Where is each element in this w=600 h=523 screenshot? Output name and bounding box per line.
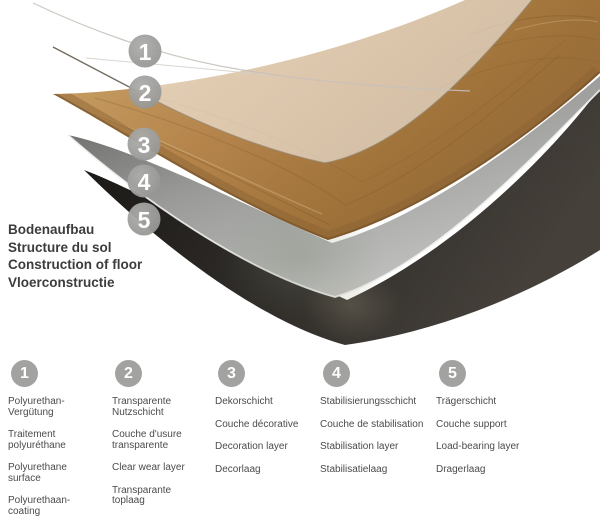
legend-item-line: Stabilisierungsschicht xyxy=(320,396,417,407)
legend-item-line: toplaag xyxy=(112,495,145,506)
legend-item: Couche support xyxy=(436,418,540,431)
legend-item-line: Dekorschicht xyxy=(215,396,273,407)
title-line: Structure du sol xyxy=(8,239,112,255)
legend-item-line: Vergütung xyxy=(8,406,54,418)
legend-item-line: Decorlaag xyxy=(215,463,261,475)
layer-2-wear-sheet xyxy=(52,0,533,164)
layer-marker-number: 5 xyxy=(138,207,151,233)
legend-number-badge: 4 xyxy=(323,360,350,387)
legend-item-line: Load-bearing layer xyxy=(436,441,520,452)
legend-number-badge: 3 xyxy=(218,360,245,387)
legend-item: Clear wear layer xyxy=(112,462,216,474)
legend-item-line: polyuréthane xyxy=(8,439,66,451)
legend-item: Decoration layer xyxy=(215,441,319,453)
layer-marker-5: 5 xyxy=(127,202,161,236)
legend-item-line: Polyurethane xyxy=(8,462,67,473)
lens-flare-small xyxy=(304,269,400,341)
title-line: Bodenaufbau xyxy=(8,222,95,237)
floor-layers-diagram: 1 2 3 4 5 xyxy=(32,0,600,345)
layer-markers: 1 2 3 4 5 xyxy=(127,34,162,236)
layer-1-coating-outline xyxy=(32,2,471,92)
legend-item: Trägerschicht xyxy=(436,396,540,408)
layer-marker-number: 4 xyxy=(138,169,151,195)
legend-item-line: Polyurethan- xyxy=(8,396,65,407)
layer-marker-3: 3 xyxy=(127,127,161,161)
legend-item: Stabilisation layer xyxy=(320,441,424,453)
legend-item-line: Nutzschicht xyxy=(112,406,164,418)
legend-item-line: Polyurethaan- xyxy=(8,495,71,506)
legend-item: Dragerlaag xyxy=(436,463,540,476)
legend-item: Stabilisatielaag xyxy=(320,463,424,476)
legend-item-line: Couche de stabilisation xyxy=(320,418,424,430)
title-line: Construction of floor xyxy=(8,257,143,272)
legend-item: Dekorschicht xyxy=(215,396,319,408)
legend-item-line: Stabilisation layer xyxy=(320,441,399,452)
legend-number-badge: 1 xyxy=(11,360,38,387)
legend-number-badge: 2 xyxy=(115,360,142,387)
title-line: Vloerconstructie xyxy=(8,274,115,290)
layer-marker-2: 2 xyxy=(128,75,162,109)
legend-item-line: Transparente xyxy=(112,396,172,407)
layer-marker-1: 1 xyxy=(128,34,162,68)
layer-marker-number: 2 xyxy=(139,80,152,106)
legend-item-line: Stabilisatielaag xyxy=(320,463,388,475)
legend-item-line: surface xyxy=(8,472,41,484)
layer-marker-4: 4 xyxy=(127,164,161,198)
legend-number-badge: 5 xyxy=(439,360,466,387)
legend-item: Polyurethaan-coating xyxy=(8,495,112,517)
layer-marker-number: 1 xyxy=(139,39,152,65)
legend-item-line: coating xyxy=(8,505,41,517)
legend-item: Couche de stabilisation xyxy=(320,418,424,431)
legend-item: Polyurethan-Vergütung xyxy=(8,396,112,418)
legend-item-line: Couche d'usure xyxy=(112,429,182,440)
legend-item-line: Transparante xyxy=(112,484,172,496)
legend-item: Stabilisierungsschicht xyxy=(320,396,424,408)
layer-marker-number: 3 xyxy=(138,132,151,158)
legend-item-line: Dragerlaag xyxy=(436,463,486,475)
legend-item-line: transparente xyxy=(112,439,169,451)
legend-item: Decorlaag xyxy=(215,463,319,476)
layer-5-carrier-sheet xyxy=(84,88,600,345)
legend-item-line: Couche support xyxy=(436,418,507,430)
legend-item-line: Couche décorative xyxy=(215,418,299,430)
legend-item-line: Traitement xyxy=(8,429,56,440)
legend-item-line: Trägerschicht xyxy=(436,396,497,407)
legend-item-line: Decoration layer xyxy=(215,441,288,452)
legend-item-line: Clear wear layer xyxy=(112,462,185,473)
legend-item: Load-bearing layer xyxy=(436,441,540,453)
legend-item: Couche décorative xyxy=(215,418,319,431)
